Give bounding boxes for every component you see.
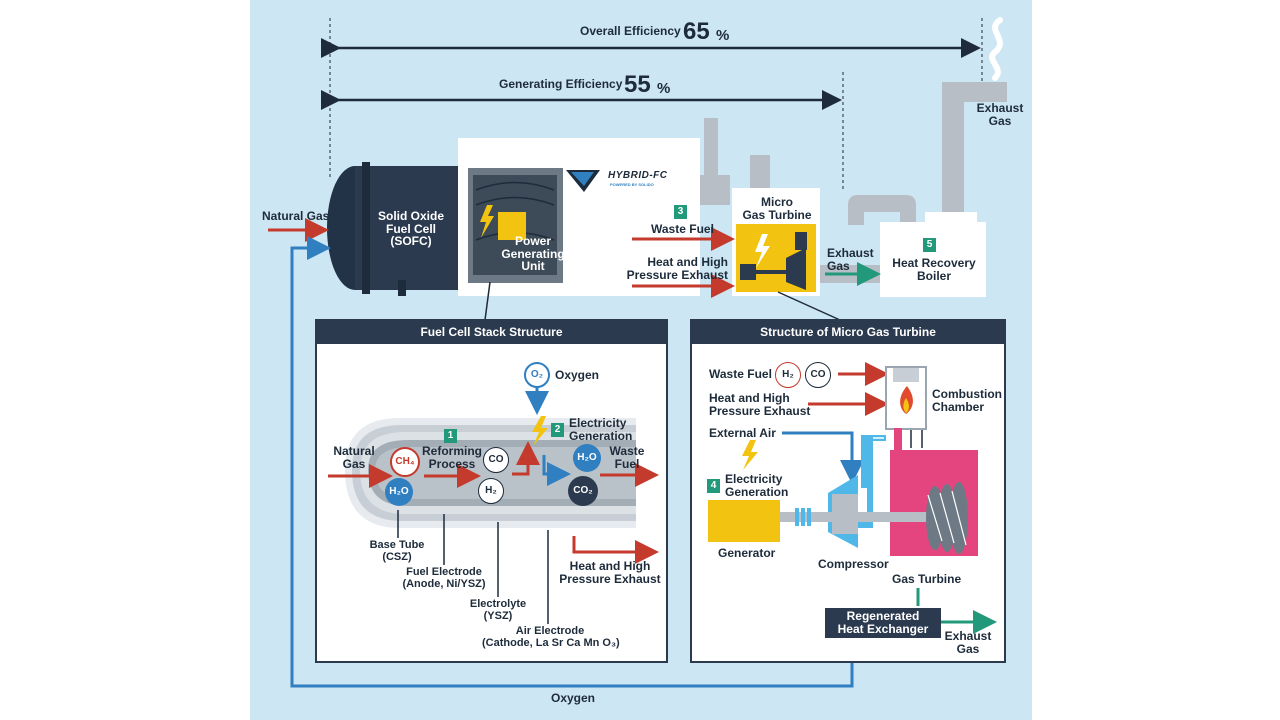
overall-efficiency-label: Overall Efficiency: [580, 24, 681, 38]
overall-efficiency-unit: %: [716, 27, 730, 44]
power-lightning-icon: [480, 205, 494, 238]
oxygen-return-label: Oxygen: [551, 691, 596, 705]
h2o-left-circle: H₂O: [385, 478, 413, 506]
h2-circle: H₂: [478, 478, 504, 504]
mgt-waste-fuel-label: Waste Fuel: [709, 367, 772, 381]
oxygen-return-line: [290, 236, 854, 688]
regen-heat-exchanger-box: [825, 608, 941, 638]
hybrid-fc-logo-text: HYBRID-FC: [608, 170, 668, 181]
step-5-badge: 5: [923, 238, 936, 252]
electricity-lightning-icon: [532, 416, 548, 446]
h2o-right-circle: H₂O: [573, 444, 601, 472]
fuel-electrode-label: Fuel Electrode(Anode, Ni/YSZ): [402, 566, 486, 590]
overall-efficiency-value: 65: [683, 18, 710, 45]
co2-circle: CO₂: [568, 476, 598, 506]
electrolyte-label: Electrolyte(YSZ): [469, 598, 527, 622]
co-circle: CO: [483, 447, 509, 473]
ch4-circle: CH₄: [390, 447, 420, 477]
step-3-badge: 3: [674, 205, 687, 219]
step-1-badge: 1: [444, 429, 457, 443]
generating-efficiency-label: Generating Efficiency: [499, 77, 623, 91]
step-4-badge: 4: [707, 479, 720, 493]
base-tube-label: Base Tube(CSZ): [369, 539, 425, 563]
step-2-badge: 2: [551, 423, 564, 437]
exhaust-plume-icon: [989, 17, 1003, 81]
natural-gas-label: Natural Gas: [262, 209, 330, 223]
generator-box: [708, 500, 780, 542]
mgt-h2-circle: H₂: [775, 362, 801, 388]
mgt-co-circle: CO: [805, 362, 831, 388]
boiler-box: [880, 222, 986, 297]
turbine-blades-icon: [926, 482, 968, 554]
hybrid-fc-logo-subtext: POWERED BY SOLIDO: [610, 182, 654, 187]
generator-label: Generator: [718, 546, 776, 560]
compressor-label: Compressor: [818, 557, 889, 571]
air-electrode-label: Air Electrode(Cathode, La Sr Ca Mn O₃): [482, 625, 620, 649]
generating-efficiency-unit: %: [657, 80, 671, 97]
o2-circle: O₂: [524, 362, 550, 388]
sofc-tank: [327, 162, 460, 296]
oxygen-label: Oxygen: [555, 368, 600, 382]
external-air-label: External Air: [709, 426, 776, 440]
fuel-cell-panel-title: Fuel Cell Stack Structure: [317, 320, 666, 344]
gas-turbine-label: Gas Turbine: [892, 572, 962, 586]
generating-efficiency-value: 55: [624, 71, 651, 98]
waste-fuel-label: Waste Fuel: [651, 222, 714, 236]
mgt-panel-title: Structure of Micro Gas Turbine: [692, 320, 1004, 344]
fuel-cell-tube: [345, 418, 636, 528]
